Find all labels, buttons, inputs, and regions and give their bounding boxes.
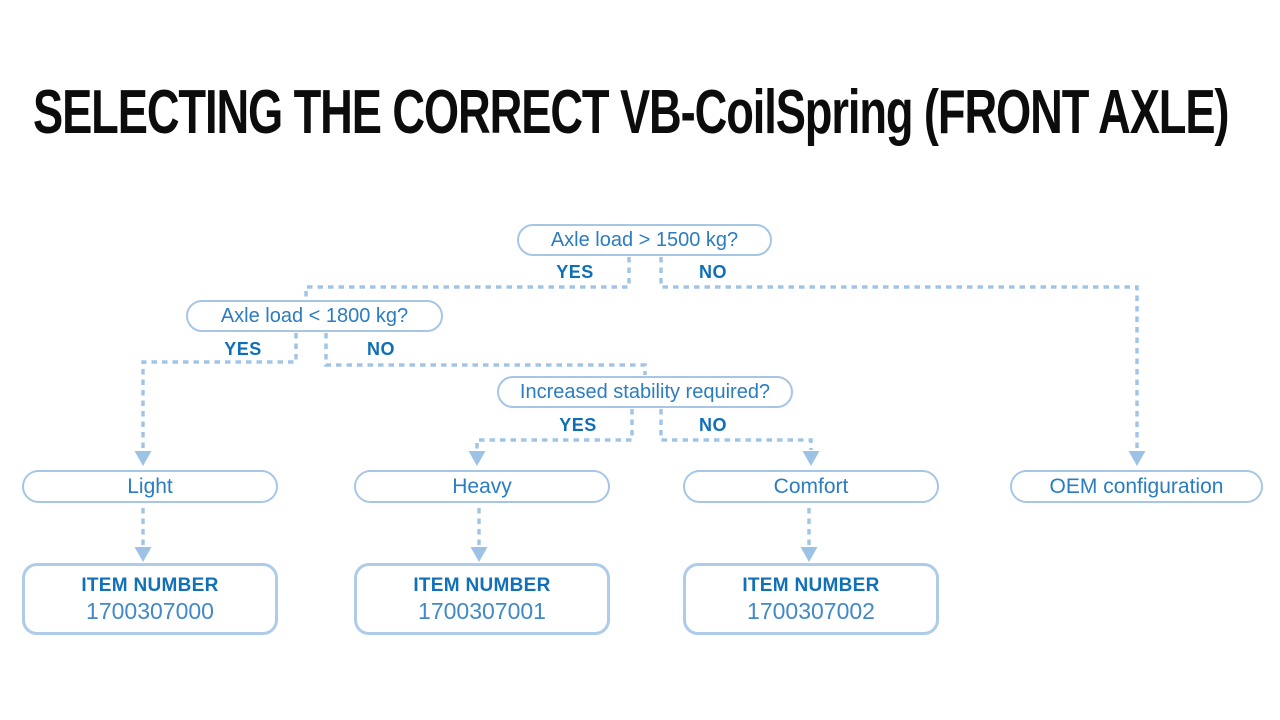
arrowhead-comfort-item bbox=[800, 547, 818, 562]
yes-label-d3: YES bbox=[559, 415, 597, 435]
decision-box-increased-stability: Increased stability required? bbox=[497, 376, 793, 408]
result-label: Heavy bbox=[452, 474, 512, 498]
item-number-value: 1700307001 bbox=[418, 597, 546, 624]
decision-box-axle-load-1500: Axle load > 1500 kg? bbox=[517, 224, 772, 256]
item-number-value: 1700307000 bbox=[86, 597, 214, 624]
arrowhead-light-item bbox=[134, 547, 152, 562]
item-number-value: 1700307002 bbox=[747, 597, 875, 624]
arrowhead-comfort bbox=[802, 451, 820, 466]
arrowhead-heavy-item bbox=[470, 547, 488, 562]
connector-d3-no bbox=[659, 409, 813, 450]
decision-box-axle-load-1800: Axle load < 1800 kg? bbox=[186, 300, 443, 332]
item-number-box-comfort: ITEM NUMBER 1700307002 bbox=[683, 563, 939, 635]
item-number-box-heavy: ITEM NUMBER 1700307001 bbox=[354, 563, 610, 635]
yes-label-d2: YES bbox=[224, 339, 262, 359]
no-label-d3: NO bbox=[699, 415, 727, 435]
yes-label-d1: YES bbox=[556, 262, 594, 282]
page-title: SELECTING THE CORRECT VB-CoilSpring (FRO… bbox=[33, 78, 1230, 147]
result-label: Light bbox=[127, 474, 173, 498]
connector-d2-no bbox=[324, 333, 647, 375]
decision-question: Increased stability required? bbox=[519, 380, 771, 403]
connector-d3-yes bbox=[475, 409, 634, 450]
arrowhead-light bbox=[134, 451, 152, 466]
arrowhead-oem bbox=[1128, 451, 1146, 466]
result-box-comfort: Comfort bbox=[683, 470, 939, 503]
result-box-oem-configuration: OEM configuration bbox=[1010, 470, 1263, 503]
result-box-heavy: Heavy bbox=[354, 470, 610, 503]
decision-question: Axle load < 1800 kg? bbox=[220, 304, 409, 327]
no-label-d1: NO bbox=[699, 262, 727, 282]
connector-d2-yes bbox=[141, 333, 298, 450]
result-label: Comfort bbox=[773, 474, 849, 498]
result-label: OEM configuration bbox=[1049, 474, 1224, 498]
no-label-d2: NO bbox=[367, 339, 395, 359]
item-number-heading: ITEM NUMBER bbox=[413, 574, 551, 596]
result-box-light: Light bbox=[22, 470, 278, 503]
connector-d1-no bbox=[659, 257, 1139, 450]
item-number-heading: ITEM NUMBER bbox=[81, 574, 219, 596]
decision-question: Axle load > 1500 kg? bbox=[550, 228, 739, 251]
item-number-heading: ITEM NUMBER bbox=[742, 574, 880, 596]
connector-d1-yes bbox=[304, 257, 631, 299]
arrowhead-heavy bbox=[468, 451, 486, 466]
item-number-box-light: ITEM NUMBER 1700307000 bbox=[22, 563, 278, 635]
